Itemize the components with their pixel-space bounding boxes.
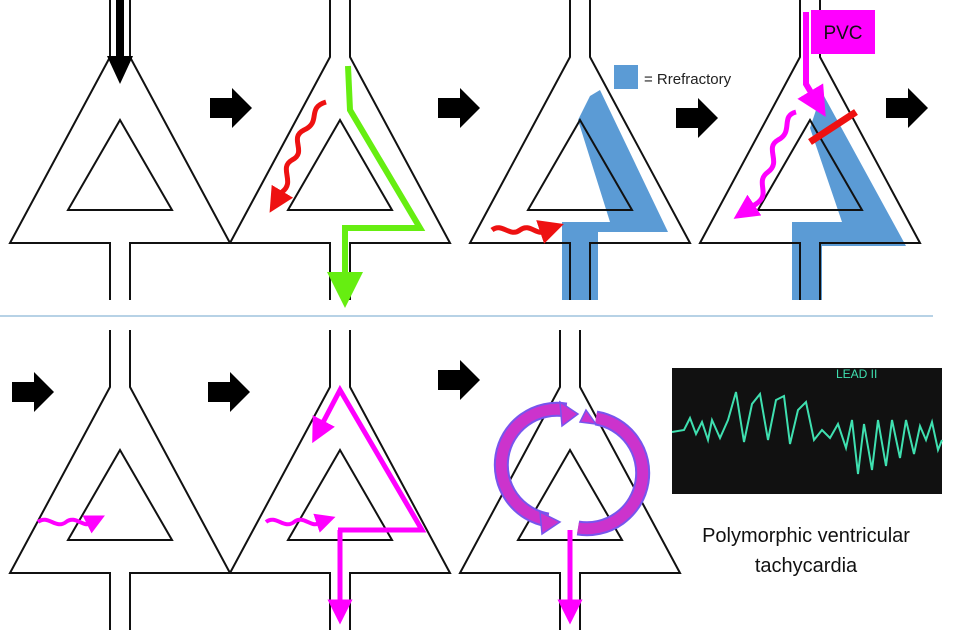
- progress-arrow-4: [886, 88, 928, 128]
- pvc-badge: PVC: [811, 10, 875, 54]
- panel-4: [699, 0, 921, 301]
- panel-1: [9, 0, 231, 301]
- panel-5: [9, 329, 231, 631]
- panel-2: [229, 0, 451, 308]
- pvc-conduction-path: [797, 12, 826, 117]
- progress-arrow-6: [208, 372, 250, 412]
- ecg-monitor: LEAD II: [671, 367, 943, 494]
- blocked-conduction-wave: [269, 99, 327, 213]
- pvc-badge-label: PVC: [823, 23, 862, 44]
- panel-3: [469, 0, 691, 301]
- progress-arrow-1: [210, 88, 252, 128]
- refractory-legend-label: = Rrefractory: [644, 71, 732, 88]
- ecg-lead-label: LEAD II: [836, 367, 877, 381]
- progress-arrow-5: [12, 372, 54, 412]
- reentry-circular-arrow: [493, 400, 651, 537]
- slow-conduction-wave: [264, 513, 336, 533]
- ecg-screen: [672, 368, 942, 494]
- normal-conduction-path: [327, 65, 426, 308]
- progress-arrow-3: [676, 98, 718, 138]
- progress-arrow-2: [438, 88, 480, 128]
- ecg-trace: [671, 391, 943, 475]
- retrograde-pvc-wave: [733, 109, 797, 219]
- slow-conduction-wave: [36, 515, 105, 534]
- blocked-conduction-wave: [490, 220, 564, 244]
- pvc-badge-box: [811, 10, 875, 54]
- panel-7: [459, 329, 681, 631]
- refractory-swatch: [614, 65, 638, 89]
- refractory-region: [562, 90, 668, 300]
- progress-arrow-7: [438, 360, 480, 400]
- ecg-caption-line1: Polymorphic ventricular: [702, 525, 910, 547]
- entry-arrow: [107, 0, 133, 84]
- refractory-legend: = Rrefractory: [614, 65, 732, 89]
- reentry-conduction-path: [312, 384, 427, 533]
- refractory-region: [792, 96, 906, 300]
- panel-6: [229, 329, 451, 631]
- ecg-caption-line2: tachycardia: [755, 555, 858, 577]
- conduction-block-mark: [808, 109, 858, 145]
